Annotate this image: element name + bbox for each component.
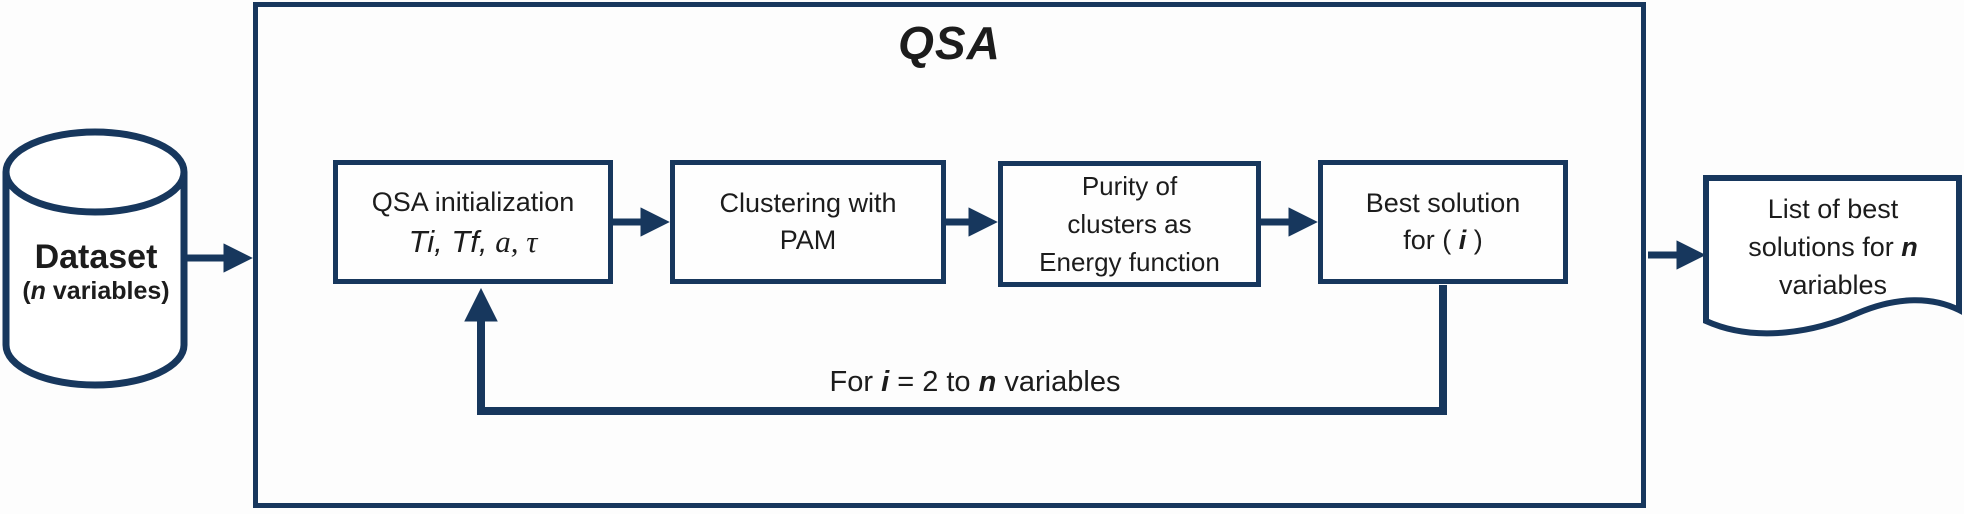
loop-feedback-arrow <box>464 285 1447 415</box>
step-init-line1: QSA initialization <box>371 187 575 217</box>
qsa-container <box>253 2 1646 508</box>
output-n-variable: n <box>1901 232 1918 262</box>
best-i-variable: i <box>1458 225 1467 255</box>
output-document-label: List of best solutions for n variables <box>1712 190 1954 304</box>
step-box-qsa-initialization: QSA initialization Ti, Tf, a, τ <box>333 160 613 284</box>
step-box-clustering-pam: Clustering with PAM <box>670 160 946 284</box>
param-a: a, <box>487 224 519 259</box>
step-purity-line2: clusters as <box>1067 209 1192 239</box>
output-line2: solutions for n <box>1748 232 1918 262</box>
step-pam-line1: Clustering with <box>719 188 897 218</box>
qsa-title: QSA <box>898 17 1001 69</box>
loop-i-variable: i <box>881 366 890 398</box>
step-purity-line1: Purity of <box>1081 171 1178 201</box>
dataset-subtitle: (n variables) <box>22 277 170 305</box>
dataset-title: Dataset <box>34 238 158 276</box>
output-line3: variables <box>1778 270 1888 300</box>
step-best-line1: Best solution <box>1365 188 1521 218</box>
step-box-best-solution: Best solution for ( i ) <box>1318 160 1568 284</box>
database-cylinder-icon <box>2 128 188 389</box>
step-init-params: Ti, Tf, a, τ <box>408 224 538 259</box>
output-document-shape <box>1703 175 1962 337</box>
step-pam-line2: PAM <box>779 225 837 255</box>
loop-n-variable: n <box>978 366 997 398</box>
step-best-line2: for ( i ) <box>1403 225 1483 255</box>
dataset-label: Dataset (n variables) <box>8 238 184 306</box>
output-line1: List of best <box>1767 194 1899 224</box>
step-purity-line3: Energy function <box>1039 247 1220 277</box>
step-box-purity-energy: Purity of clusters as Energy function <box>998 161 1261 287</box>
dataset-n-variable: n <box>30 277 46 305</box>
param-tau: τ <box>518 224 538 259</box>
loop-label: For i = 2 to n variables <box>829 366 1121 398</box>
